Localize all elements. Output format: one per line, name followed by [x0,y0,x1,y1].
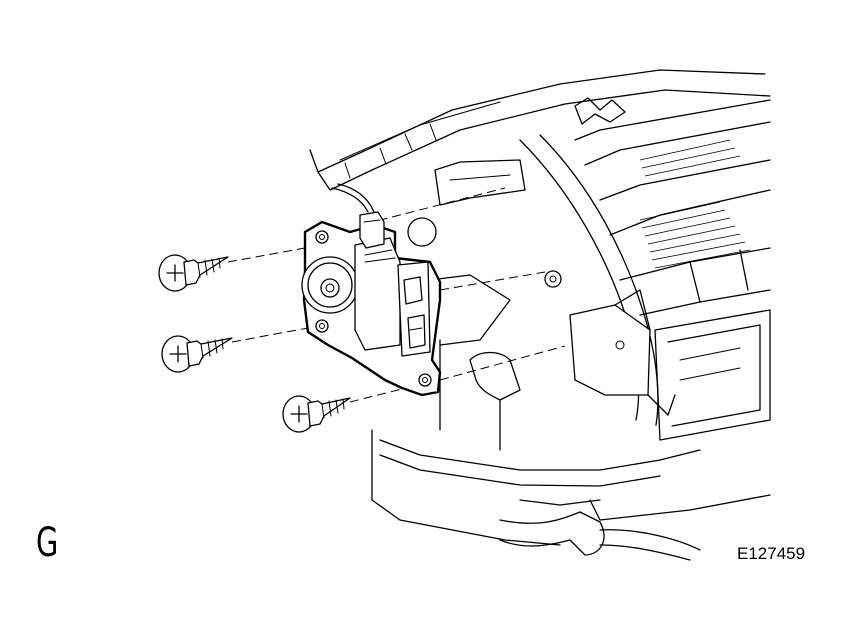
screw-2 [162,336,232,372]
wire-harness [332,188,368,212]
motor-shaft [321,279,339,297]
figure-code-label: E127459 [737,544,806,563]
damper-servo-motor [302,184,440,395]
wire-connector [360,212,384,248]
screw-3 [283,396,350,432]
housing-flap [570,305,650,395]
mounting-hole-upper [316,231,328,243]
evaporator-fins [640,140,750,268]
mounting-hole-right [419,374,431,386]
air-conditioner-housing [310,70,770,560]
mounting-hole-lower [316,320,328,332]
view-letter-label: G [36,520,59,566]
screw-1 [159,255,228,291]
